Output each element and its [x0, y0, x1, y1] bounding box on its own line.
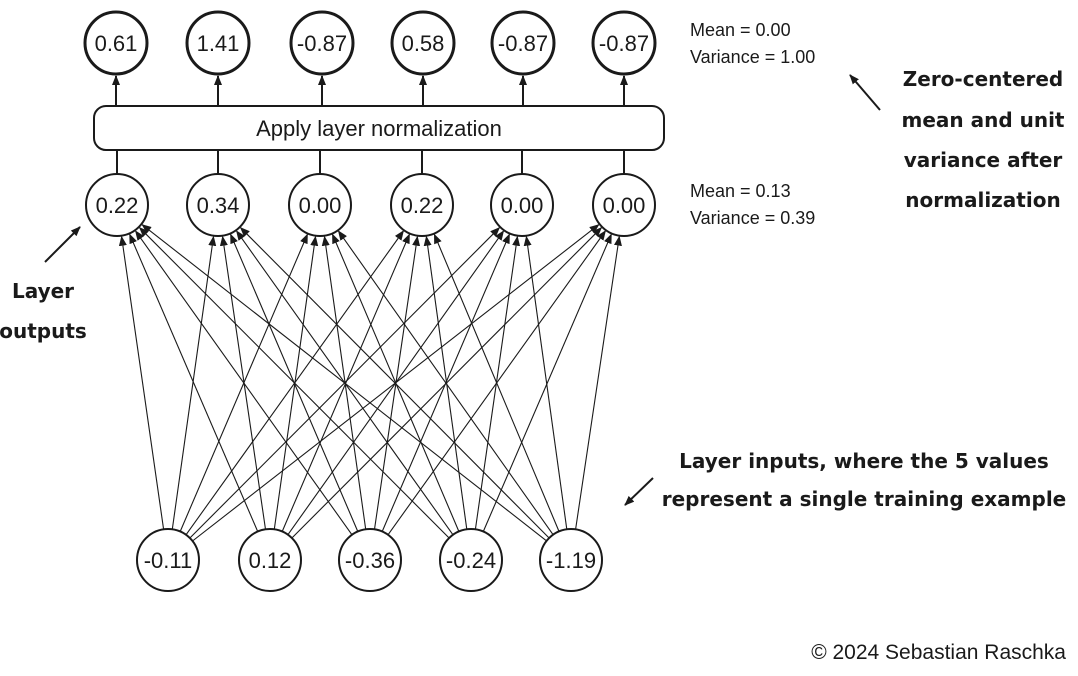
normalized-output-node-circle — [591, 10, 657, 76]
connection-line — [482, 233, 612, 532]
normalized-output-node-value: -0.87 — [297, 31, 347, 56]
copyright-notice: © 2024 Sebastian Raschka — [811, 641, 1066, 664]
normalized-output-node-value: -0.87 — [599, 31, 649, 56]
connection-line — [433, 233, 560, 532]
layer-output-node-value: 0.22 — [96, 193, 139, 218]
connection-line — [171, 235, 217, 530]
layer-input-node-value: -1.19 — [546, 548, 596, 573]
layer-outputs-line-2: outputs — [0, 319, 87, 343]
layer-input-node-value: 0.12 — [249, 548, 292, 573]
layer-output-node-value: 0.00 — [603, 193, 646, 218]
normalized-output-node-value: 1.41 — [197, 31, 240, 56]
layer-output-nodes: 0.22 0.34 0.00 0.22 0.00 0.00 — [85, 173, 656, 237]
layer-inputs-line-2: represent a single training example — [662, 487, 1066, 511]
connection-line — [129, 233, 259, 532]
zero-centered-line-2: mean and unit — [901, 108, 1064, 132]
connection-line — [138, 226, 450, 539]
normalized-output-node-circle — [289, 10, 355, 76]
layer-input-nodes: -0.11 0.12 -0.36 -0.24 -1.19 — [136, 528, 603, 592]
connection-line — [141, 224, 547, 542]
connection-line — [423, 235, 468, 530]
connection-line — [523, 235, 568, 530]
layer-inputs-annotation: Layer inputs, where the 5 values represe… — [624, 449, 1066, 511]
layer-input-node-value: -0.11 — [144, 548, 193, 573]
layer-output-node-value: 0.00 — [299, 193, 342, 218]
layer-outputs-arrow — [44, 226, 81, 263]
normalized-output-nodes: 0.61 1.41 -0.87 0.58 -0.87 -0.87 — [83, 10, 657, 76]
connection-line — [135, 230, 353, 536]
normalized-output-node-value: -0.87 — [498, 31, 548, 56]
layer-normalization-box: Apply layer normalization — [93, 105, 665, 151]
layer-normalization-label: Apply layer normalization — [256, 116, 502, 141]
layer-input-node-circle — [439, 528, 503, 592]
layer-output-node-circle — [490, 173, 554, 237]
layer-output-node-value: 0.22 — [401, 193, 444, 218]
layer-output-node-circle — [288, 173, 352, 237]
mean-after: Mean = 0.00 — [690, 20, 791, 40]
zero-centered-line-1: Zero-centered — [903, 67, 1064, 91]
layer-output-node-value: 0.00 — [501, 193, 544, 218]
layer-output-node-value: 0.34 — [197, 193, 240, 218]
normalized-output-node-circle — [490, 10, 556, 76]
layer-inputs-line-1: Layer inputs, where the 5 values — [679, 449, 1049, 473]
stats-after-normalization: Mean = 0.00 Variance = 1.00 — [690, 20, 815, 67]
layer-output-node-circle — [592, 173, 656, 237]
zero-centered-line-4: normalization — [905, 188, 1060, 212]
connection-line — [575, 235, 622, 530]
layer-inputs-arrow — [624, 477, 654, 506]
layer-input-node-circle — [136, 528, 200, 592]
variance-after: Variance = 1.00 — [690, 47, 815, 67]
stats-before-normalization: Mean = 0.13 Variance = 0.39 — [690, 181, 815, 228]
connection-line — [337, 230, 554, 536]
normalized-output-node-value: 0.61 — [95, 31, 138, 56]
connection-line — [239, 226, 550, 539]
layer-output-node-circle — [85, 173, 149, 237]
layer-input-node-value: -0.36 — [345, 548, 395, 573]
zero-centered-line-3: variance after — [904, 148, 1063, 172]
connection-line — [281, 233, 410, 532]
layer-outputs-annotation: Layer outputs — [0, 226, 87, 343]
normalized-output-node-circle — [390, 10, 456, 76]
layer-input-node-circle — [338, 528, 402, 592]
layer-output-node-circle — [390, 173, 454, 237]
input-output-connections — [118, 224, 622, 542]
layer-input-node-value: -0.24 — [446, 548, 496, 573]
layer-input-node-circle — [238, 528, 302, 592]
variance-before: Variance = 0.39 — [690, 208, 815, 228]
layer-output-node-circle — [186, 173, 250, 237]
mean-before: Mean = 0.13 — [690, 181, 791, 201]
zero-centered-annotation: Zero-centered mean and unit variance aft… — [849, 67, 1065, 212]
layer-input-node-circle — [539, 528, 603, 592]
connection-line — [118, 235, 165, 530]
vertical-arrows — [112, 75, 628, 174]
normalized-output-node-value: 0.58 — [402, 31, 445, 56]
zero-centered-arrow — [849, 74, 881, 111]
normalized-output-node-circle — [83, 10, 149, 76]
normalized-output-node-circle — [185, 10, 251, 76]
layer-outputs-line-1: Layer — [12, 279, 74, 303]
